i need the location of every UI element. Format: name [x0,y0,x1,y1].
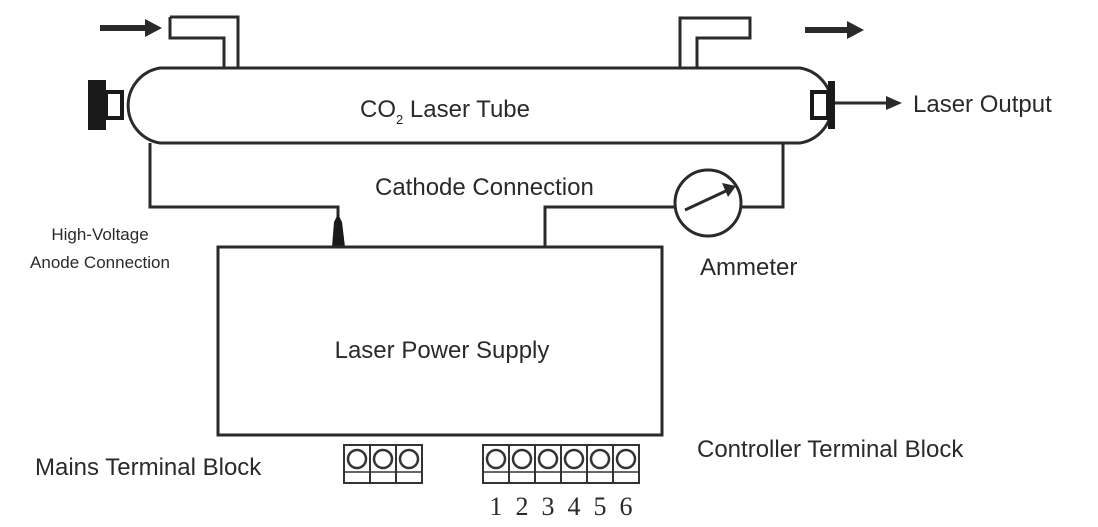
rear-mirror-mount [88,80,124,130]
coolant-out-arrow [805,21,864,39]
coolant-in-arrow [100,19,162,37]
terminal-number: 2 [516,492,529,521]
mains-terminal-block [343,444,423,484]
laser-output-label: Laser Output [913,91,1052,118]
terminal-screw [586,444,614,484]
mains-terminal-label: Mains Terminal Block [35,454,262,481]
cathode-wire [543,143,785,247]
terminal-screw [508,444,536,484]
output-coupler-mount [810,81,835,129]
power-supply-box [216,245,664,437]
anode-wire [148,143,340,218]
terminal-number: 3 [542,492,555,521]
terminal-number: 4 [568,492,581,521]
terminal-screw [482,444,510,484]
coolant-outlet-pipe [678,16,752,68]
anode-connector [332,214,345,247]
laser-output-arrow [835,96,902,110]
terminal-screw [395,444,423,484]
anode-label-line1: High-Voltage [51,225,148,244]
anode-label-line2: Anode Connection [30,253,170,272]
terminal-screw [343,444,371,484]
terminal-screw [560,444,588,484]
terminal-screw [369,444,397,484]
terminal-number: 1 [490,492,503,521]
coolant-inlet-pipe [168,15,240,68]
ammeter [673,168,743,238]
controller-terminal-label: Controller Terminal Block [697,436,964,463]
terminal-screw [612,444,640,484]
terminal-screw [534,444,562,484]
controller-terminal-block [482,444,640,484]
cathode-label: Cathode Connection [375,174,594,201]
power-supply-label: Laser Power Supply [335,337,550,364]
terminal-number: 5 [594,492,607,521]
ammeter-label: Ammeter [700,254,797,281]
laser-tube [126,66,834,145]
tube-label: CO2 Laser Tube [360,96,530,127]
terminal-number: 6 [620,492,633,521]
